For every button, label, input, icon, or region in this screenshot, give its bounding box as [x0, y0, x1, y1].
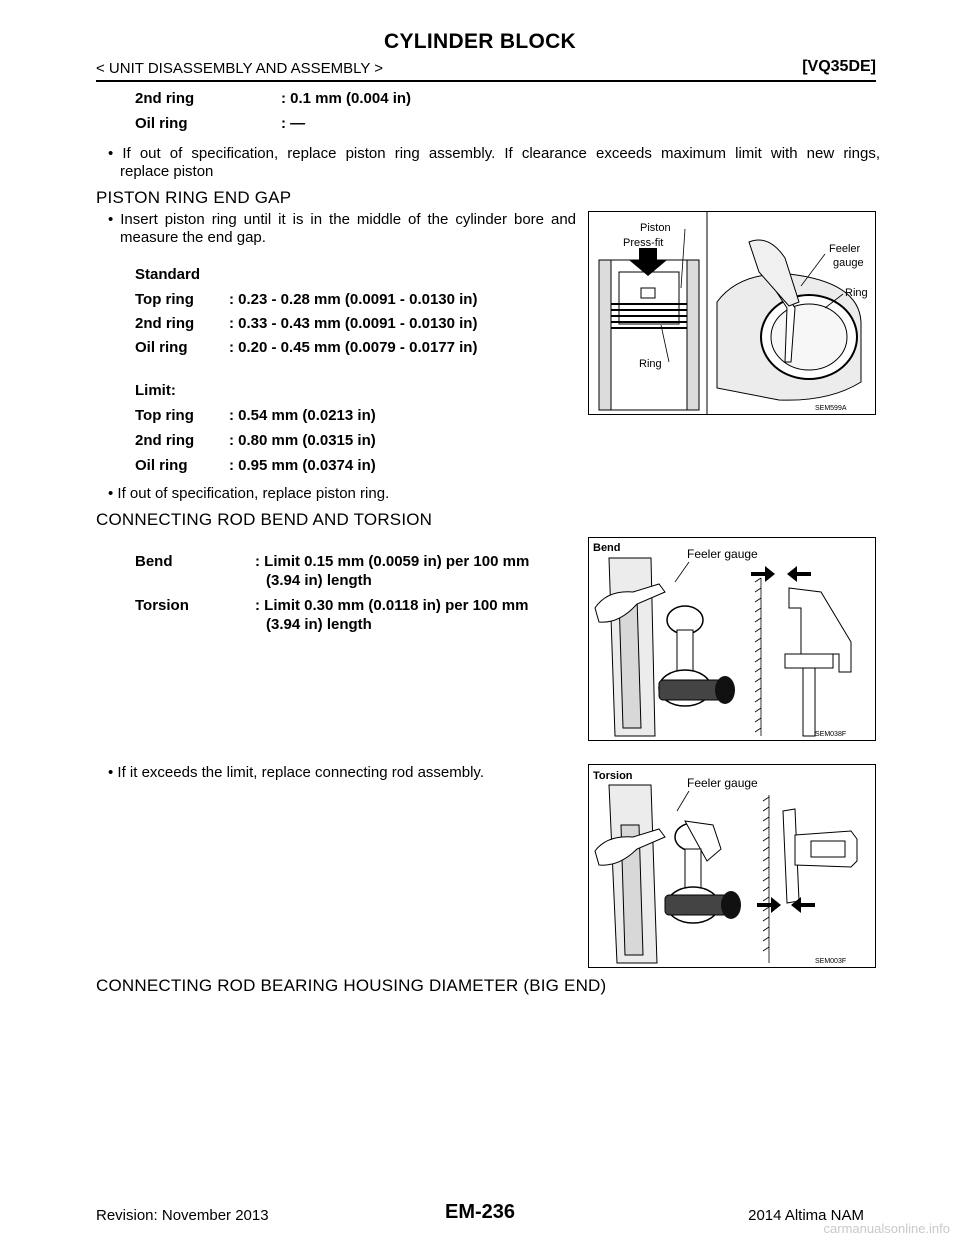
- clearance-note-line2: replace piston: [120, 163, 214, 180]
- figure-bend-label: Feeler gauge: [687, 547, 758, 561]
- spec-value: : 0.23 - 0.28 mm (0.0091 - 0.0130 in): [229, 291, 478, 308]
- top-spec-oil-ring: Oil ring : —: [135, 115, 305, 132]
- spec-label: 2nd ring: [135, 432, 195, 449]
- spec-label: 2nd ring: [135, 90, 195, 107]
- clearance-note-line1: • If out of specification, replace pisto…: [108, 145, 880, 162]
- bend-spec-line2: (3.94 in) length: [266, 572, 372, 589]
- end-gap-bullet-line2: measure the end gap.: [120, 229, 266, 246]
- spec-label: Oil ring: [135, 457, 188, 474]
- figure-piston-ring-end-gap: Piston Press-fit Ring Feeler gauge Ring …: [588, 211, 876, 415]
- spec-value: : 0.80 mm (0.0315 in): [229, 432, 376, 449]
- footer-page-number: EM-236: [444, 1201, 516, 1223]
- end-gap-bullet-line1: • Insert piston ring until it is in the …: [108, 211, 576, 228]
- header-rule: [96, 80, 876, 82]
- figure-code: SEM599A: [815, 405, 847, 412]
- spec-value: : 0.33 - 0.43 mm (0.0091 - 0.0130 in): [229, 315, 478, 332]
- label-feeler-1: Feeler: [829, 243, 861, 255]
- bend-spec: Bend : Limit 0.15 mm (0.0059 in) per 100 …: [135, 553, 529, 570]
- illustration-end-gap: Piston Press-fit Ring Feeler gauge Ring …: [598, 212, 868, 414]
- standard-oil-ring: Oil ring : 0.20 - 0.45 mm (0.0079 - 0.017…: [135, 339, 477, 356]
- spec-label: 2nd ring: [135, 315, 195, 332]
- spec-value: : —: [281, 115, 306, 132]
- footer-revision: Revision: November 2013: [96, 1207, 269, 1224]
- label-ring-left: Ring: [639, 358, 662, 370]
- spec-value: : 0.20 - 0.45 mm (0.0079 - 0.0177 in): [229, 339, 478, 356]
- torsion-spec: Torsion : Limit 0.30 mm (0.0118 in) per 1…: [135, 597, 528, 614]
- standard-top-ring: Top ring : 0.23 - 0.28 mm (0.0091 - 0.013…: [135, 291, 477, 308]
- figure-torsion: Torsion Feeler gauge: [588, 764, 876, 968]
- spec-value: : Limit 0.15 mm (0.0059 in) per 100 mm: [255, 553, 530, 570]
- heading-piston-ring-end-gap: PISTON RING END GAP: [96, 188, 292, 207]
- spec-value: : 0.54 mm (0.0213 in): [229, 407, 376, 424]
- end-gap-after-note: • If out of specification, replace pisto…: [108, 485, 390, 502]
- standard-label: Standard: [135, 266, 201, 283]
- footer-document: 2014 Altima NAM: [748, 1207, 864, 1224]
- label-ring-right: Ring: [845, 287, 868, 299]
- heading-big-end: CONNECTING ROD BEARING HOUSING DIAMETER …: [96, 976, 607, 995]
- top-spec-2nd-ring: 2nd ring : 0.1 mm (0.004 in): [135, 90, 411, 107]
- illustration-torsion: Torsion Feeler gauge: [593, 770, 858, 965]
- limit-top-ring: Top ring : 0.54 mm (0.0213 in): [135, 407, 376, 424]
- illustration-bend: Bend Feeler gauge S: [593, 542, 852, 738]
- spec-label: Oil ring: [135, 339, 188, 356]
- heading-bend-torsion: CONNECTING ROD BEND AND TORSION: [96, 510, 433, 529]
- spec-value: : Limit 0.30 mm (0.0118 in) per 100 mm: [255, 597, 529, 614]
- spec-label: Bend: [135, 553, 173, 570]
- limit-label: Limit:: [135, 382, 176, 399]
- section-breadcrumb: < UNIT DISASSEMBLY AND ASSEMBLY >: [96, 60, 384, 77]
- label-piston: Piston: [640, 222, 671, 234]
- standard-2nd-ring: 2nd ring : 0.33 - 0.43 mm (0.0091 - 0.013…: [135, 315, 477, 332]
- watermark: carmanualsonline.info: [823, 1221, 950, 1236]
- spec-label: Top ring: [135, 407, 194, 424]
- page-title: CYLINDER BLOCK: [383, 30, 577, 53]
- spec-label: Oil ring: [135, 115, 188, 132]
- limit-2nd-ring: 2nd ring : 0.80 mm (0.0315 in): [135, 432, 376, 449]
- spec-label: Top ring: [135, 291, 194, 308]
- exceed-note: • If it exceeds the limit, replace conne…: [108, 764, 484, 781]
- spec-value: : 0.1 mm (0.004 in): [281, 90, 412, 107]
- spec-value: : 0.95 mm (0.0374 in): [229, 457, 376, 474]
- figure-bend-title: Bend: [593, 542, 621, 554]
- torsion-spec-line2: (3.94 in) length: [266, 616, 372, 633]
- label-feeler-2: gauge: [833, 257, 864, 269]
- figure-code: SEM038F: [815, 731, 846, 738]
- figure-bend: Bend Feeler gauge S: [588, 537, 876, 741]
- figure-torsion-title: Torsion: [593, 770, 633, 782]
- label-press-fit: Press-fit: [623, 237, 663, 249]
- figure-code: SEM003F: [815, 958, 846, 965]
- limit-oil-ring: Oil ring : 0.95 mm (0.0374 in): [135, 457, 376, 474]
- spec-label: Torsion: [135, 597, 189, 614]
- engine-model: [VQ35DE]: [802, 58, 876, 75]
- figure-torsion-label: Feeler gauge: [687, 776, 758, 790]
